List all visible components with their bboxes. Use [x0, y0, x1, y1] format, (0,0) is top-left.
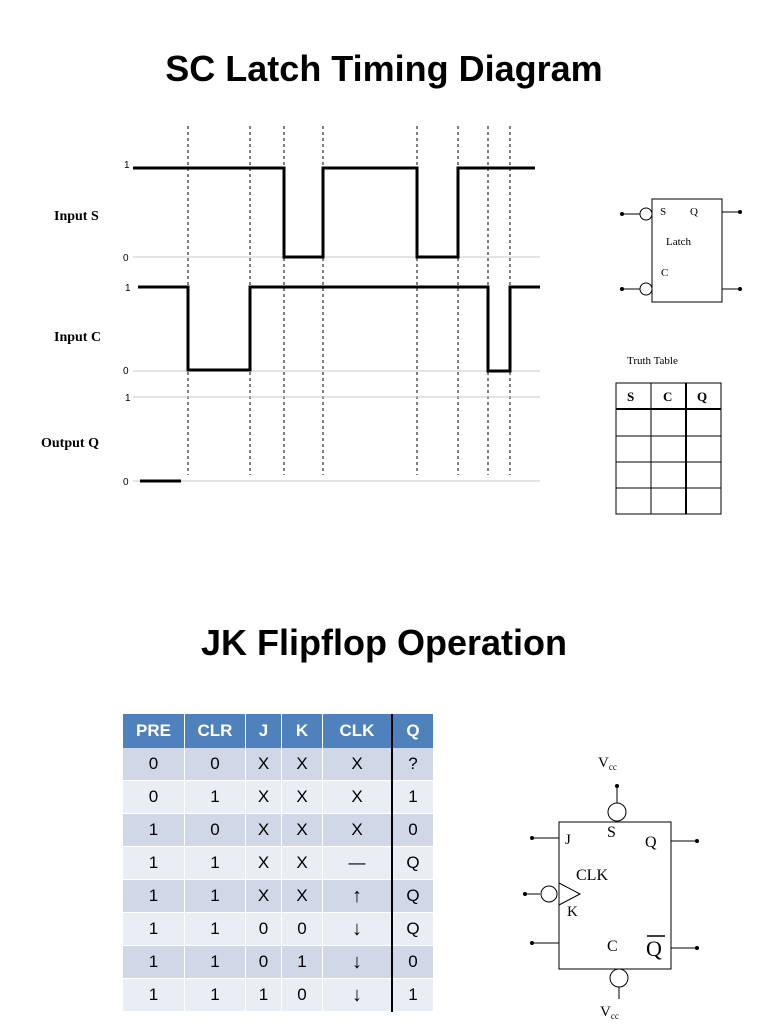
output-q-label: Output Q	[41, 436, 99, 451]
jk-header-row: PRE CLR J K CLK Q	[123, 714, 434, 748]
latch-label: Latch	[666, 236, 692, 248]
c-low-tick: 0	[123, 366, 129, 377]
table-cell-pre: 1	[123, 945, 185, 979]
table-cell-clr: 1	[184, 912, 246, 946]
table-cell-k: X	[281, 780, 323, 814]
table-cell-pre: 1	[123, 813, 185, 847]
vcc-top-label: Vcc	[598, 755, 617, 772]
jk-pin-c: C	[607, 938, 618, 955]
s-low-tick: 0	[123, 253, 129, 264]
table-cell-clk: X	[322, 813, 393, 847]
table-cell-pre: 1	[123, 879, 185, 913]
table-cell-k: X	[281, 879, 323, 913]
latch-diagram-title: SC Latch Timing Diagram	[165, 48, 603, 89]
table-cell-j: X	[245, 780, 282, 814]
timing-guides	[187, 126, 511, 475]
table-cell-clr: 1	[184, 978, 246, 1012]
table-cell-j: 1	[245, 978, 282, 1012]
c-high-tick: 1	[125, 283, 131, 294]
truth-table-caption: Truth Table	[627, 355, 678, 367]
table-cell-j: X	[245, 748, 282, 781]
jk-flipflop-symbol: Vcc Vcc J S Q CLK K C Q	[523, 755, 699, 1021]
table-cell-clr: 1	[184, 945, 246, 979]
input-s-waveform	[133, 166, 535, 259]
latch-symbol: S Q Latch C	[620, 198, 742, 303]
jk-pin-k: K	[567, 904, 578, 920]
table-cell-clr: 1	[184, 846, 246, 880]
table-cell-q: Q	[391, 912, 434, 946]
table-cell-clr: 0	[184, 813, 246, 847]
input-c-label: Input C	[54, 330, 101, 345]
q-high-tick: 1	[125, 393, 131, 404]
table-cell-clk: —	[322, 846, 393, 880]
table-cell-j: X	[245, 813, 282, 847]
jk-pin-q: Q	[645, 834, 657, 851]
table-cell-pre: 1	[123, 978, 185, 1012]
table-cell-q: 0	[391, 945, 434, 979]
latch-pin-c: C	[661, 267, 668, 279]
table-cell-q: ?	[391, 748, 434, 781]
truth-header-s: S	[627, 389, 634, 404]
table-cell-clk: ↓	[322, 945, 393, 979]
header-clk: CLK	[322, 714, 393, 748]
vcc-bottom-label: Vcc	[600, 1004, 619, 1021]
table-cell-q: Q	[391, 879, 434, 913]
table-cell-j: X	[245, 879, 282, 913]
timing-diagram: Input S Input C Output Q 1 0 1 0 1 0	[41, 126, 540, 488]
table-cell-k: X	[281, 748, 323, 781]
table-cell-clk: ↑	[322, 879, 393, 913]
table-cell-clk: X	[322, 748, 393, 781]
table-cell-clr: 0	[184, 748, 246, 781]
table-cell-pre: 0	[123, 780, 185, 814]
table-cell-j: X	[245, 846, 282, 880]
header-j: J	[245, 714, 282, 748]
table-cell-q: 0	[391, 813, 434, 847]
latch-pin-s: S	[660, 206, 666, 218]
table-cell-clk: ↓	[322, 912, 393, 946]
jk-pin-clk: CLK	[576, 867, 608, 884]
table-cell-clk: X	[322, 780, 393, 814]
table-cell-pre: 1	[123, 912, 185, 946]
header-k: K	[281, 714, 323, 748]
header-pre: PRE	[123, 714, 185, 748]
header-q: Q	[391, 714, 434, 748]
truth-header-q: Q	[697, 389, 707, 404]
table-cell-q: 1	[391, 978, 434, 1012]
jk-pin-qbar: Q	[646, 936, 662, 961]
input-c-waveform	[138, 285, 540, 373]
input-s-label: Input S	[54, 209, 99, 224]
table-cell-q: Q	[391, 846, 434, 880]
table-cell-pre: 1	[123, 846, 185, 880]
truth-header-c: C	[663, 389, 672, 404]
table-cell-k: X	[281, 813, 323, 847]
table-cell-k: X	[281, 846, 323, 880]
table-cell-clr: 1	[184, 879, 246, 913]
jk-pin-j: J	[565, 832, 571, 848]
table-cell-clr: 1	[184, 780, 246, 814]
jk-section-title: JK Flipflop Operation	[201, 622, 567, 663]
truth-table: Truth Table S C Q	[615, 355, 722, 515]
latch-pin-q: Q	[690, 206, 698, 218]
header-clr: CLR	[184, 714, 246, 748]
s-high-tick: 1	[124, 160, 130, 171]
table-cell-k: 0	[281, 912, 323, 946]
table-cell-k: 1	[281, 945, 323, 979]
table-cell-k: 0	[281, 978, 323, 1012]
table-cell-pre: 0	[123, 748, 185, 781]
table-cell-clk: ↓	[322, 978, 393, 1012]
table-cell-j: 0	[245, 945, 282, 979]
q-low-tick: 0	[123, 477, 129, 488]
table-cell-j: 0	[245, 912, 282, 946]
table-cell-q: 1	[391, 780, 434, 814]
jk-pin-s: S	[607, 824, 616, 841]
